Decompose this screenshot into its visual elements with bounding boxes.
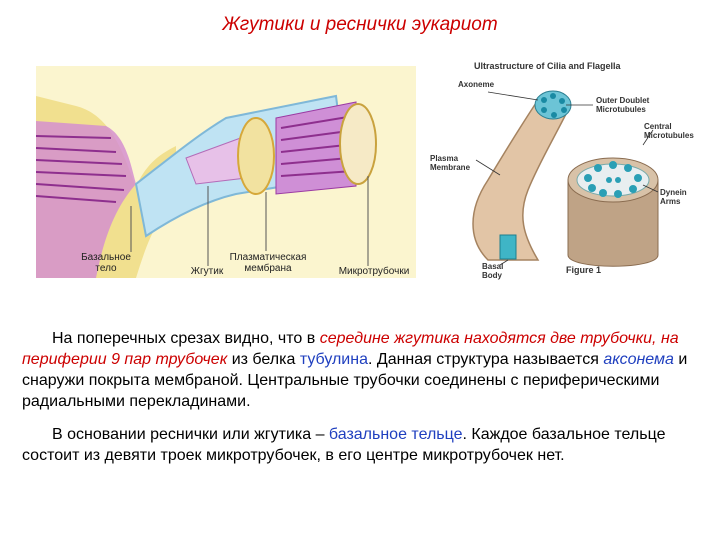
label-dynein-arms: Dynein Arms: [660, 188, 687, 206]
flagellum-drawing: [35, 66, 416, 278]
paragraph-axoneme: На поперечных срезах видно, что в середи…: [22, 330, 688, 410]
highlight-structure: середине жгутика находятся две трубочки,…: [22, 330, 679, 368]
page-title: Жгутики и реснички эукариот: [222, 14, 498, 35]
label-axoneme: Axoneme: [458, 80, 495, 89]
label-central-microtubules: Central Microtubules: [644, 122, 694, 140]
highlight-basal-body: базальное тельце: [328, 426, 463, 443]
ultrastructure-title: Ultrastructure of Cilia and Flagella: [474, 61, 621, 71]
label-microtubules: Микротрубочки: [338, 266, 410, 277]
highlight-axoneme: аксонема: [603, 351, 674, 368]
paragraph-basal-body: В основании реснички или жгутика – базал…: [22, 426, 666, 464]
ultrastructure-illustration: Ultrastructure of Cilia and Flagella: [428, 60, 694, 282]
label-basal-body: Базальное тело: [81, 252, 131, 274]
label-plasma-membrane-en: Plasma Membrane: [430, 154, 471, 172]
label-flagellum: Жгутик: [190, 266, 224, 277]
ultrastructure-drawing: [472, 90, 659, 267]
label-outer-doublet: Outer Doublet Microtubules: [596, 96, 650, 114]
description-text: На поперечных срезах видно, что в середи…: [22, 328, 702, 478]
flagellum-illustration: Базальное тело Жгутик Плазматическая мем…: [35, 66, 416, 278]
highlight-tubulin: тубулина: [299, 351, 368, 368]
label-figure-number: Figure 1: [566, 265, 602, 275]
label-plasma-membrane: Плазматическая мембрана: [229, 252, 307, 274]
label-basal-body-en: Basal Body: [482, 262, 504, 280]
